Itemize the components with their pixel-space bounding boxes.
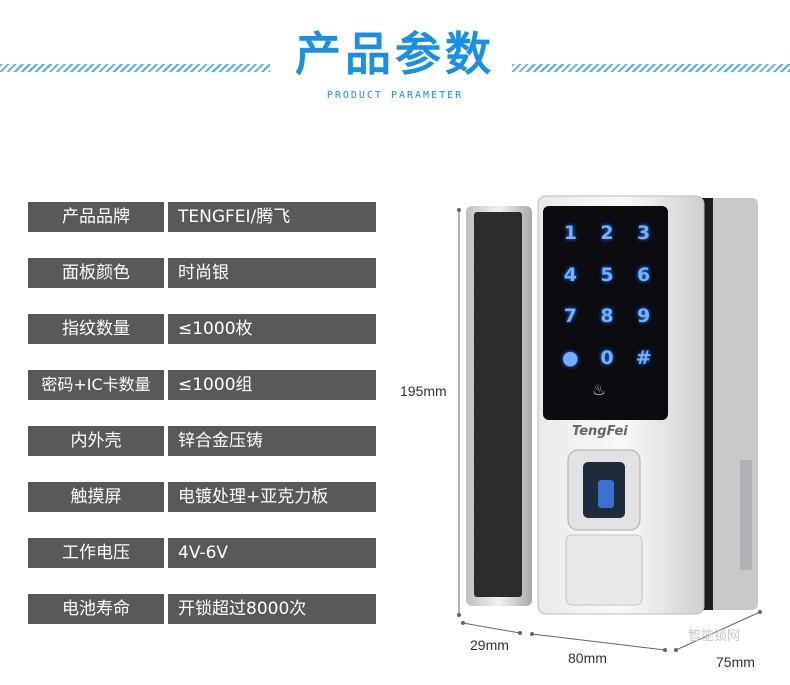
dim-body-width: 80mm [568,650,607,666]
key-6[interactable]: 6 [637,263,651,286]
width-dimension-lines [461,610,762,652]
spec-row-voltage: 工作电压 4V-6V [28,538,376,568]
key-7[interactable]: 7 [563,305,577,327]
spec-row-password-card: 密码+IC卡数量 ≤1000组 [28,370,376,400]
spec-label: 产品品牌 [28,202,164,232]
spec-value: 时尚银 [168,258,376,288]
key-3[interactable]: 3 [637,222,651,244]
spec-row-brand: 产品品牌 TENGFEI/腾飞 [28,202,376,232]
spec-value: 锌合金压铸 [168,426,376,456]
header-stripe-left [0,64,270,72]
key-0[interactable]: 0 [600,346,614,369]
dim-height: 195mm [400,383,447,399]
doorbell-icon[interactable]: ♨ [592,380,607,399]
key-1[interactable]: 1 [563,222,577,244]
spec-label: 内外壳 [28,426,164,456]
keypad-screen [543,206,668,420]
header-stripe-right [512,64,790,72]
watermark: 智能锁网 [688,629,741,644]
page-title: 产品参数 [295,27,495,81]
spec-value: ≤1000枚 [168,314,376,344]
spec-value: ≤1000组 [168,370,376,400]
lock-lower-panel [565,534,643,606]
key-5[interactable]: 5 [600,263,614,286]
key-9[interactable]: 9 [637,305,651,327]
spec-label: 触摸屏 [28,482,164,512]
key-2[interactable]: 2 [600,222,614,244]
spec-value: 电镀处理+亚克力板 [168,482,376,512]
key-4[interactable]: 4 [563,263,577,286]
spec-row-battery: 电池寿命 开锁超过8000次 [28,594,376,624]
dim-handle-width: 29mm [470,637,509,653]
spec-label: 密码+IC卡数量 [28,370,164,400]
spec-value: 4V-6V [168,538,376,568]
dim-depth: 75mm [716,654,755,670]
spec-value: 开锁超过8000次 [168,594,376,624]
spec-label: 面板颜色 [28,258,164,288]
lock-key-icon[interactable]: ● [562,346,579,369]
key-8[interactable]: 8 [600,305,614,327]
spec-row-shell: 内外壳 锌合金压铸 [28,426,376,456]
fingerprint-sensor-light [598,480,614,508]
spec-row-touchscreen: 触摸屏 电镀处理+亚克力板 [28,482,376,512]
spec-label: 工作电压 [28,538,164,568]
spec-row-fingerprint: 指纹数量 ≤1000枚 [28,314,376,344]
spec-value: TENGFEI/腾飞 [168,202,376,232]
brand-logo: TengFei [572,424,628,439]
spec-label: 指纹数量 [28,314,164,344]
header: 产品参数 PRODUCT PARAMETER [0,0,790,120]
height-dimension-line [457,208,461,617]
lock-latch [740,460,752,570]
page-subtitle: PRODUCT PARAMETER [326,90,464,101]
handle-leather [474,212,522,597]
spec-label: 电池寿命 [28,594,164,624]
keypad: 1 2 3 4 5 6 7 8 9 ● 0 # [552,222,662,372]
spec-row-color: 面板颜色 时尚银 [28,258,376,288]
key-hash[interactable]: # [635,346,652,369]
